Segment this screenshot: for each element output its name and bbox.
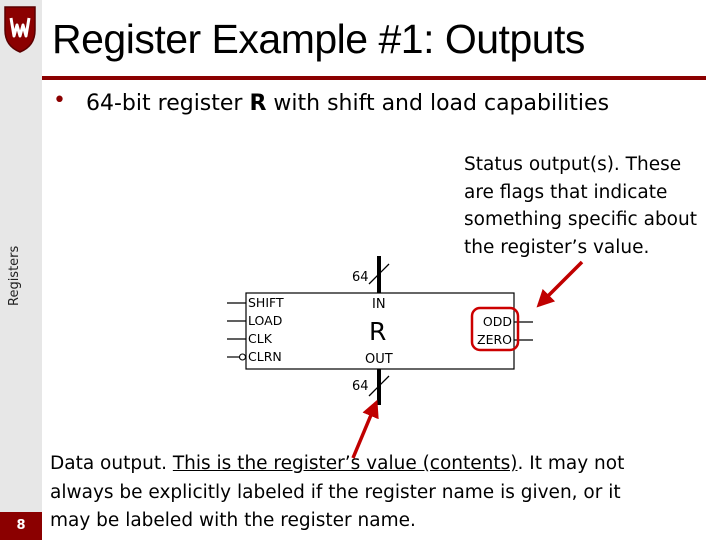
input-clrn-label: CLRN: [248, 349, 282, 364]
bullet-register-name: R: [249, 91, 267, 116]
input-shift-label: SHIFT: [248, 295, 284, 310]
clrn-inversion-bubble: [238, 353, 247, 361]
output-odd-label: ODD: [483, 314, 512, 329]
output-bus-width: 64: [352, 379, 369, 394]
data-note-end: . It may not always be explicitly labele…: [50, 453, 625, 531]
status-highlight-box: [470, 306, 520, 352]
input-load-label: LOAD: [248, 313, 282, 328]
output-zero-label: ZERO: [477, 332, 512, 347]
input-bus-slash: [368, 263, 390, 285]
slide-title: Register Example #1: Outputs: [52, 16, 585, 62]
status-output-note: Status output(s). These are flags that i…: [464, 154, 697, 258]
register-label: R: [369, 317, 386, 346]
data-output-note: Data output. This is the register’s valu…: [50, 450, 650, 536]
input-clk-label: CLK: [248, 331, 273, 346]
bullet-text: 64-bit register R with shift and load ca…: [86, 91, 609, 116]
title-divider: [42, 76, 706, 80]
output-bus-slash: [368, 375, 390, 397]
input-bus-width: 64: [352, 270, 369, 285]
out-port-label: OUT: [365, 352, 393, 367]
bullet-text-start: 64-bit register: [86, 91, 250, 116]
data-note-start: Data output.: [50, 453, 173, 474]
university-crest-icon: [4, 6, 36, 53]
in-port-label: IN: [372, 297, 386, 312]
data-output-arrow: [351, 399, 379, 459]
data-note-underlined: This is the register’s value (contents): [172, 453, 518, 474]
page-number: 8: [0, 512, 42, 540]
status-arrow: [536, 260, 584, 308]
bullet-text-end: with shift and load capabilities: [266, 91, 610, 116]
bullet-dot-icon: •: [53, 88, 66, 113]
sidebar: Registers 8: [0, 0, 42, 540]
